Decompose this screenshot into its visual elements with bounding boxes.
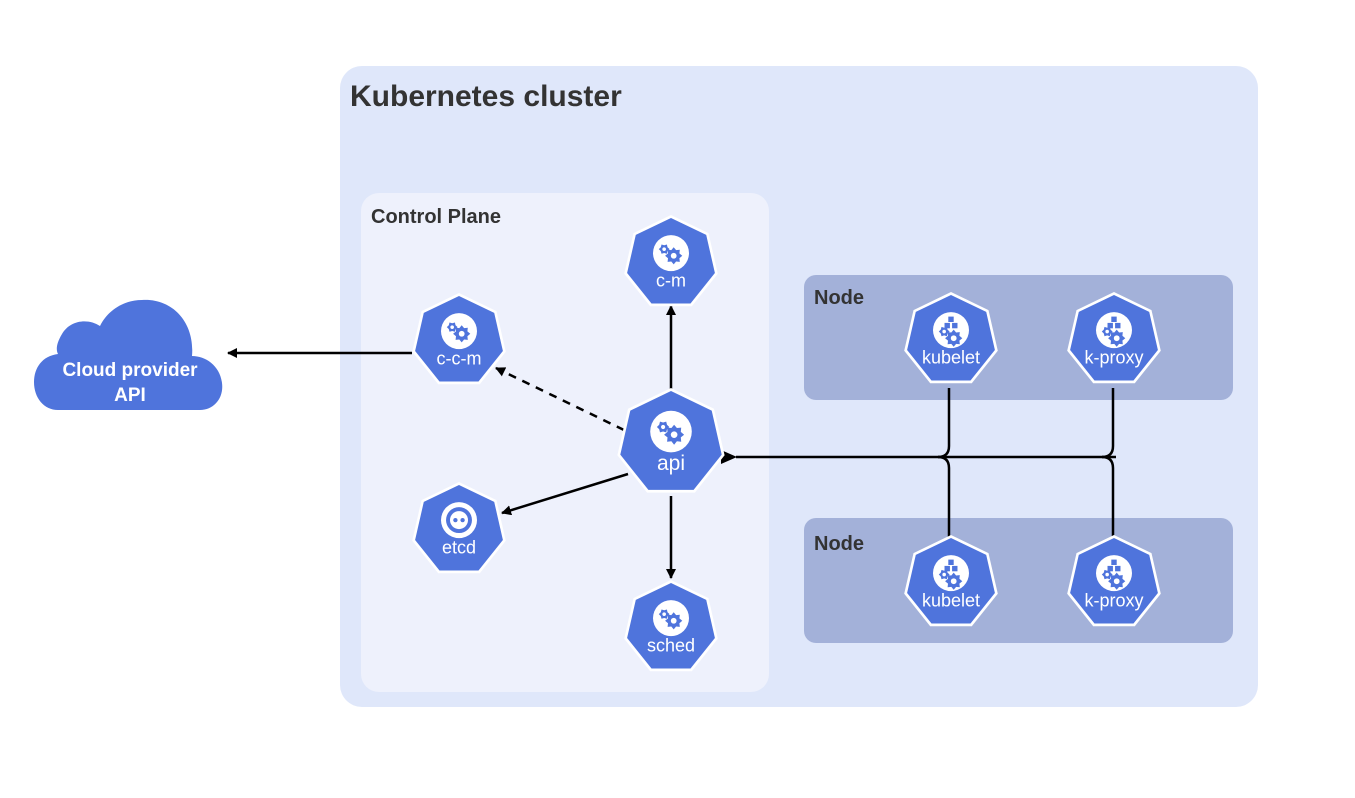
node1-proxy: k-proxy <box>1067 292 1161 384</box>
node1-kubelet-label: kubelet <box>922 347 980 367</box>
cloud-label-line2: API <box>114 385 146 406</box>
kubelet-2-line <box>937 455 951 540</box>
cloud-controller-manager-icon <box>441 313 477 350</box>
cloud-label-line1: Cloud provider <box>62 360 198 381</box>
component-api-label: api <box>657 452 685 475</box>
node2-proxy: k-proxy <box>1067 535 1161 627</box>
cluster-title: Kubernetes cluster <box>350 80 622 113</box>
control-plane-title: Control Plane <box>371 206 501 228</box>
component-etcd: etcd <box>412 482 506 574</box>
api-server-icon <box>650 410 692 453</box>
kube-proxy-icon <box>1096 555 1132 592</box>
proxy-2-line <box>1101 455 1115 540</box>
cloud-shape <box>34 299 223 410</box>
cloud-provider-api: Cloud provider API <box>34 299 223 410</box>
component-cm-label: c-m <box>656 270 686 290</box>
scheduler-icon <box>653 600 689 637</box>
kubelet-icon <box>933 555 969 592</box>
node1-kubelet: kubelet <box>904 292 998 384</box>
control-manager-icon <box>653 235 689 272</box>
kube-proxy-icon <box>1096 312 1132 349</box>
node-container-1 <box>804 275 1233 400</box>
node-container-2 <box>804 518 1233 643</box>
component-cm: c-m <box>624 215 718 307</box>
component-sched: sched <box>624 580 718 672</box>
etcd-icon <box>441 502 477 539</box>
node2-kubelet: kubelet <box>904 535 998 627</box>
kubelet-icon <box>933 312 969 349</box>
connectors <box>227 305 1116 579</box>
component-api: api <box>617 388 725 493</box>
component-ccm-label: c-c-m <box>437 348 482 368</box>
node2-proxy-label: k-proxy <box>1084 590 1143 610</box>
node2-kubelet-label: kubelet <box>922 590 980 610</box>
components-layer: c-m c-c-m api etcd sched kubelet k-proxy kubele… <box>412 215 1161 672</box>
node1-proxy-label: k-proxy <box>1084 347 1143 367</box>
arrow-api-to-etcd <box>501 472 629 516</box>
node-title-2: Node <box>814 533 864 555</box>
component-sched-label: sched <box>647 635 695 655</box>
component-etcd-label: etcd <box>442 537 476 557</box>
node-title-1: Node <box>814 287 864 309</box>
component-ccm: c-c-m <box>412 293 506 385</box>
